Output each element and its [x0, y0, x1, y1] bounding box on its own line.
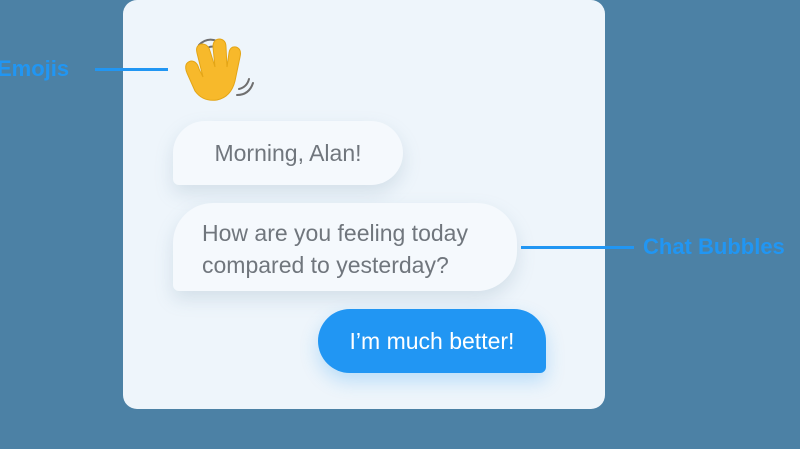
waving-hand-icon [185, 38, 254, 101]
message-text-line-2: compared to yesterday? [202, 252, 449, 278]
message-text-line-1: How are you feeling today [202, 220, 468, 246]
chat-bubble-received: How are you feeling today compared to ye… [173, 203, 517, 291]
message-text: Morning, Alan! [214, 140, 362, 166]
emojis-callout-line [95, 68, 168, 71]
chat-bubbles-callout-label: Chat Bubbles [643, 234, 785, 259]
message-text: I’m much better! [349, 328, 515, 354]
chat-bubble-sent: I’m much better! [318, 309, 546, 373]
chat-bubble-received: Morning, Alan! [173, 121, 403, 185]
emojis-callout-label: Emojis [0, 56, 70, 81]
chat-bubbles-callout-line [521, 246, 634, 249]
